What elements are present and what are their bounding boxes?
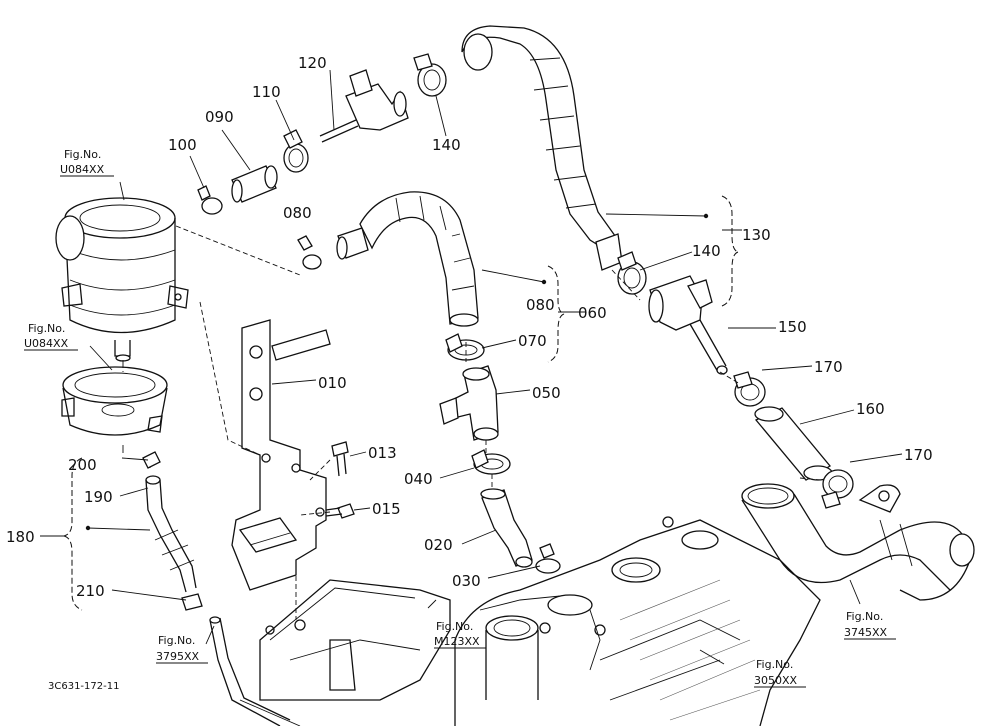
hose-160 — [754, 406, 833, 481]
figref-3050xx-line1: Fig.No. — [756, 658, 793, 671]
figref-3050xx-line2: 3050XX — [754, 674, 798, 687]
head-cover — [239, 579, 451, 726]
label-060: 060 — [578, 304, 607, 322]
air-cleaner-cup — [61, 366, 168, 436]
label-050: 050 — [532, 384, 561, 402]
clamp-110 — [283, 129, 309, 173]
hose-020 — [480, 488, 533, 568]
hose-090 — [231, 165, 278, 203]
clamp-170-upper — [733, 371, 766, 407]
label-090: 090 — [205, 108, 234, 126]
bracket-060 — [547, 265, 565, 363]
label-210: 210 — [76, 582, 105, 600]
clamp-040 — [471, 449, 511, 475]
engine-block — [454, 516, 821, 726]
label-030: 030 — [452, 572, 481, 590]
figref-3745xx-line1: Fig.No. — [846, 610, 883, 623]
figref-u084xx-mid-line2: U084XX — [24, 337, 69, 350]
bolt-013 — [331, 441, 349, 477]
label-015: 015 — [372, 500, 401, 518]
clamp-030 — [535, 543, 561, 574]
figref-u084xx-mid-line1: Fig.No. — [28, 322, 65, 335]
leader-lines — [40, 69, 903, 665]
label-010: 010 — [318, 374, 347, 392]
clamp-140-upper — [413, 53, 447, 97]
label-070: 070 — [518, 332, 547, 350]
figref-3795xx-line1: Fig.No. — [158, 634, 195, 647]
intake-pipe — [741, 483, 975, 601]
label-020: 020 — [424, 536, 453, 554]
label-200: 200 — [68, 456, 97, 474]
document-code: 3C631-172-11 — [48, 681, 119, 692]
label-120: 120 — [298, 54, 327, 72]
label-080-lower: 080 — [526, 296, 555, 314]
label-100: 100 — [168, 136, 197, 154]
air-cleaner — [55, 197, 189, 362]
label-110: 110 — [252, 83, 281, 101]
breather-tube-assembly — [142, 451, 291, 726]
figref-3745xx-line2: 3745XX — [844, 626, 888, 639]
bracket-010 — [231, 319, 331, 591]
clamp-140-lower — [617, 251, 647, 295]
clamp-170-lower — [821, 469, 854, 509]
figref-3795xx-line2: 3795XX — [156, 650, 200, 663]
hose-080-upper — [297, 235, 322, 270]
valve-120 — [319, 69, 409, 143]
label-160: 160 — [856, 400, 885, 418]
clamp-070 — [445, 333, 485, 361]
valve-050 — [439, 365, 499, 441]
label-040: 040 — [404, 470, 433, 488]
hose-060 — [336, 191, 479, 327]
bolt-015 — [325, 503, 355, 519]
figref-m123xx-line1: Fig.No. — [436, 620, 473, 633]
label-190: 190 — [84, 488, 113, 506]
label-140-lower: 140 — [692, 242, 721, 260]
label-170-lower: 170 — [904, 446, 933, 464]
clamp-100 — [197, 185, 223, 215]
figref-u084xx-top-line2: U084XX — [60, 163, 105, 176]
hose-130 — [461, 25, 623, 271]
valve-150 — [648, 275, 728, 375]
label-080-upper: 080 — [283, 204, 312, 222]
label-150: 150 — [778, 318, 807, 336]
bracket-180 — [63, 457, 83, 611]
figref-m123xx-line2: M123XX — [434, 635, 480, 648]
label-130: 130 — [742, 226, 771, 244]
label-013: 013 — [368, 444, 397, 462]
label-170-upper: 170 — [814, 358, 843, 376]
bracket-130 — [721, 195, 739, 307]
figref-u084xx-top-line1: Fig.No. — [64, 148, 101, 161]
label-140-upper: 140 — [432, 136, 461, 154]
label-180: 180 — [6, 528, 35, 546]
